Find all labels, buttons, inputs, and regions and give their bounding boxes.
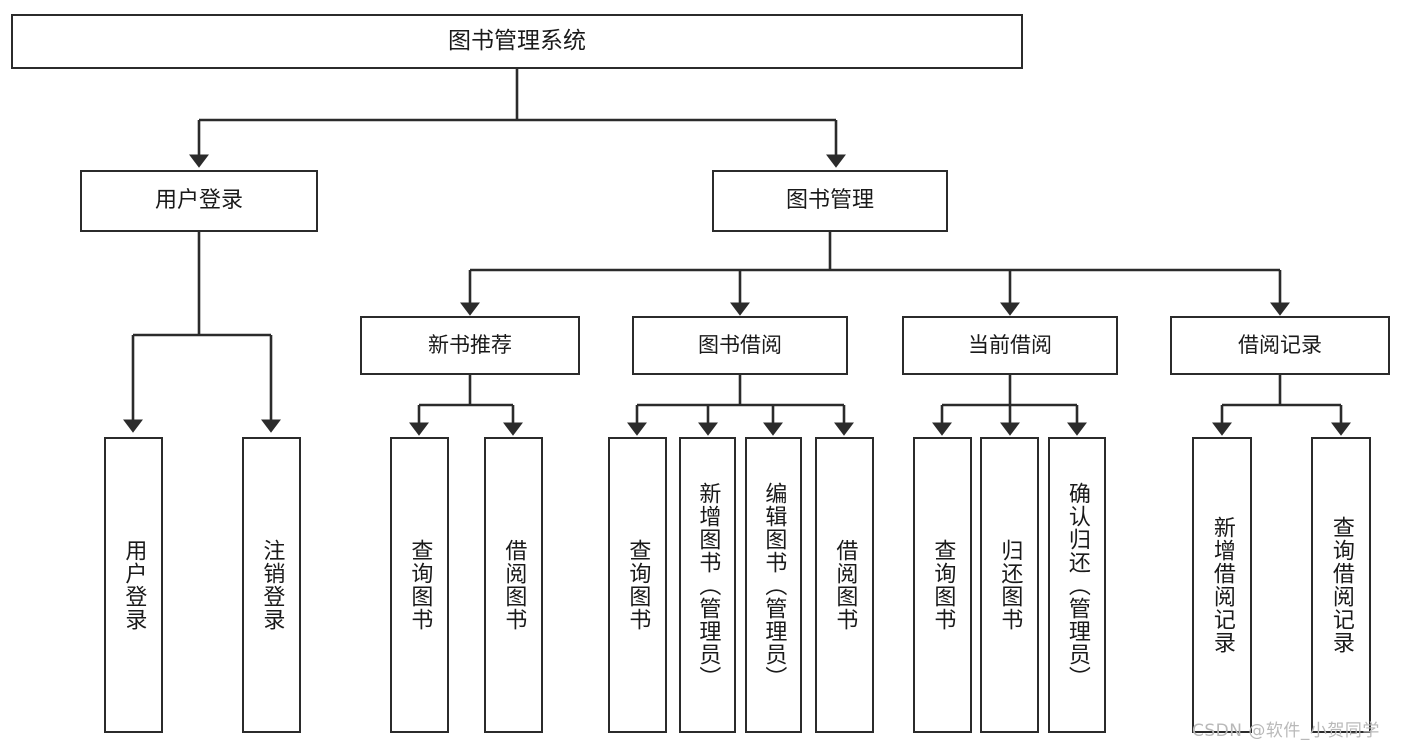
leaf-borrow-borrow-book[interactable]: 借阅图书 <box>815 437 874 733</box>
node-label: 新书推荐 <box>428 333 512 358</box>
node-label: 借阅记录 <box>1238 333 1322 358</box>
node-label: 注销登录 <box>259 539 285 631</box>
leaf-current-query-book[interactable]: 查询图书 <box>913 437 972 733</box>
node-label: 图书管理 <box>785 188 874 214</box>
node-borrow-record[interactable]: 借阅记录 <box>1170 316 1390 375</box>
node-label: 用户登录 <box>154 188 243 214</box>
node-label: 确认归还（管理员） <box>1064 481 1090 689</box>
leaf-record-add-record[interactable]: 新增借阅记录 <box>1192 437 1252 733</box>
node-book-management[interactable]: 图书管理 <box>712 170 948 232</box>
leaf-current-confirm-return-admin[interactable]: 确认归还（管理员） <box>1048 437 1106 733</box>
leaf-record-query-record[interactable]: 查询借阅记录 <box>1311 437 1371 733</box>
node-label: 用户登录 <box>121 539 147 631</box>
node-label: 查询借阅记录 <box>1328 516 1354 654</box>
leaf-borrow-query-book[interactable]: 查询图书 <box>608 437 667 733</box>
leaf-borrow-add-book-admin[interactable]: 新增图书（管理员） <box>679 437 736 733</box>
leaf-new-book-query[interactable]: 查询图书 <box>390 437 449 733</box>
node-label: 查询图书 <box>407 539 433 631</box>
csdn-watermark: CSDN @软件_小贺同学 <box>1192 721 1380 741</box>
leaf-current-return-book[interactable]: 归还图书 <box>980 437 1039 733</box>
leaf-borrow-edit-book-admin[interactable]: 编辑图书（管理员） <box>745 437 802 733</box>
node-new-book-recommend[interactable]: 新书推荐 <box>360 316 580 375</box>
node-label: 新增借阅记录 <box>1209 516 1235 654</box>
leaf-user-login-login[interactable]: 用户登录 <box>104 437 163 733</box>
node-label: 归还图书 <box>997 539 1023 631</box>
node-user-login[interactable]: 用户登录 <box>80 170 318 232</box>
node-label: 图书管理系统 <box>448 28 586 55</box>
node-label: 借阅图书 <box>832 539 858 631</box>
leaf-new-book-borrow[interactable]: 借阅图书 <box>484 437 543 733</box>
node-label: 当前借阅 <box>968 333 1052 358</box>
node-root-system[interactable]: 图书管理系统 <box>11 14 1023 69</box>
node-book-borrow[interactable]: 图书借阅 <box>632 316 848 375</box>
leaf-user-login-logout[interactable]: 注销登录 <box>242 437 301 733</box>
node-label: 查询图书 <box>930 539 956 631</box>
node-label: 查询图书 <box>625 539 651 631</box>
node-current-borrow[interactable]: 当前借阅 <box>902 316 1118 375</box>
node-label: 图书借阅 <box>698 333 782 358</box>
node-label: 编辑图书（管理员） <box>761 481 787 689</box>
node-label: 借阅图书 <box>501 539 527 631</box>
node-label: 新增图书（管理员） <box>695 481 721 689</box>
